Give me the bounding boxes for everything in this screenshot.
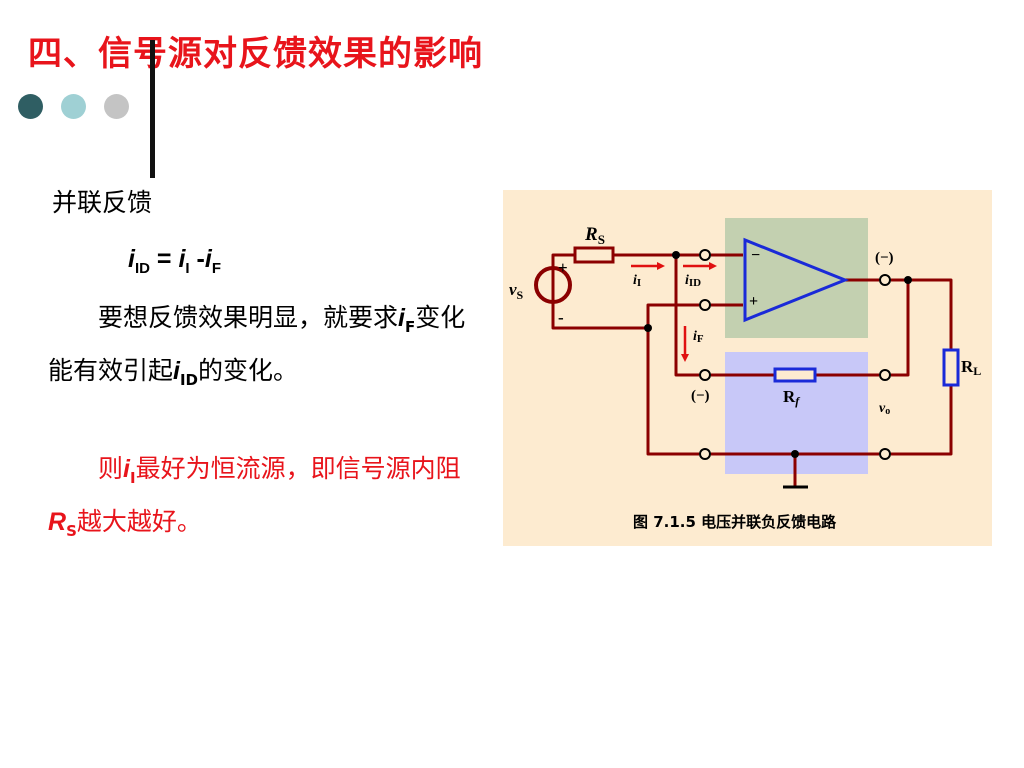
- current-equation: iID = iI -iF: [128, 245, 221, 277]
- vs-label: vS: [509, 280, 524, 302]
- para2-var1: i: [123, 455, 130, 483]
- para2-var2: R: [48, 508, 67, 536]
- para1-text2: 变化能有效引起: [48, 303, 466, 385]
- para1-text3: 的变化。: [198, 356, 299, 385]
- dot-gray: [104, 94, 129, 119]
- rf-label: Rf: [783, 387, 800, 408]
- para2-text3: 越大越好。: [76, 507, 202, 536]
- eq-term2-sub: F: [211, 260, 221, 277]
- figure-caption: 图 7.1.5 电压并联负反馈电路: [633, 513, 837, 531]
- source-minus-label: -: [558, 308, 564, 327]
- voltage-source-icon: [534, 266, 572, 304]
- rs-resistor: [573, 246, 615, 264]
- para1-sub1: F: [404, 318, 416, 336]
- eq-lhs-var: i: [128, 245, 135, 273]
- eq-term1-var: i: [178, 245, 186, 273]
- source-plus-label: +: [558, 258, 568, 277]
- slide-title: 四、信号源对反馈效果的影响: [28, 34, 483, 74]
- feedback-minus-label: (−): [691, 388, 710, 404]
- para1-sub2: ID: [179, 371, 199, 389]
- circuit-figure: RS vS + - iI iID iF − + (−) (−) Rf RL vo…: [503, 190, 992, 546]
- title-divider-line: [150, 40, 155, 178]
- output-minus-label: (−): [875, 250, 894, 266]
- eq-term2-var: i: [204, 245, 212, 273]
- opamp-plus-label: +: [749, 293, 758, 310]
- current-arrows: [631, 262, 717, 362]
- eq-minus: -: [189, 245, 205, 273]
- circuit-diagram: RS vS + - iI iID iF − + (−) (−) Rf RL vo…: [509, 218, 981, 531]
- para2-text2: 最好为恒流源，即信号源内阻: [135, 454, 461, 483]
- para2-sub1: I: [129, 469, 136, 487]
- junction-dots: [644, 251, 912, 458]
- opamp-minus-label: −: [751, 247, 760, 264]
- para1-text1: 要想反馈效果明显，就要求: [98, 303, 399, 332]
- dot-dark-teal: [18, 94, 43, 119]
- feedback-requirement-paragraph: 要想反馈效果明显，就要求iF变化能有效引起iID的变化。: [48, 296, 468, 402]
- rl-label: RL: [961, 357, 981, 378]
- opamp-triangle: [743, 237, 850, 323]
- subheading: 并联反馈: [52, 188, 153, 217]
- ii-label: iI: [633, 273, 641, 289]
- dot-light-teal: [61, 94, 86, 119]
- rs-label: RS: [584, 224, 605, 247]
- para2-text1: 则: [98, 454, 124, 483]
- eq-lhs-sub: ID: [134, 260, 150, 277]
- eq-term1-sub: I: [185, 260, 190, 277]
- rf-resistor: [773, 367, 817, 383]
- vo-label: vo: [879, 401, 890, 417]
- rl-resistor: [942, 348, 960, 387]
- if-label: iF: [693, 329, 704, 345]
- para1-var1: i: [398, 304, 405, 332]
- para2-sub2: S: [66, 522, 77, 540]
- conclusion-paragraph: 则iI最好为恒流源，即信号源内阻 RS越大越好。: [48, 447, 468, 553]
- eq-equals: =: [149, 245, 179, 273]
- terminals: [699, 249, 891, 460]
- iid-label: iID: [685, 273, 701, 289]
- para1-var2: i: [173, 357, 180, 385]
